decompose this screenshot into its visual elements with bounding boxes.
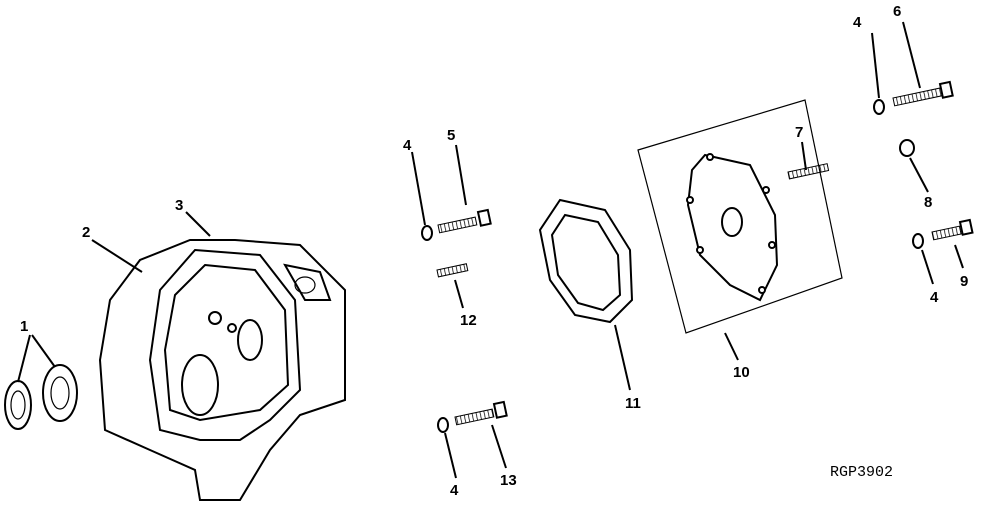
callout-12: 12 bbox=[460, 312, 477, 329]
cover-plate-assembly bbox=[637, 99, 843, 334]
callout-6: 6 bbox=[893, 3, 901, 20]
gasket bbox=[538, 198, 634, 324]
callout-7: 7 bbox=[795, 124, 803, 141]
callout-13: 13 bbox=[500, 472, 517, 489]
callout-labels: 1 2 3 4 5 12 4 13 11 10 7 4 6 8 9 4 RGP3… bbox=[20, 3, 968, 499]
callout-2: 2 bbox=[82, 224, 90, 241]
fasteners bbox=[421, 80, 974, 433]
callout-10: 10 bbox=[733, 364, 750, 381]
callout-4: 4 bbox=[450, 482, 459, 499]
callout-8: 8 bbox=[924, 194, 932, 211]
timing-gear-housing bbox=[98, 239, 346, 501]
callout-5: 5 bbox=[447, 127, 455, 144]
reference-code: RGP3902 bbox=[830, 464, 893, 481]
callout-1: 1 bbox=[20, 318, 28, 335]
leader-lines bbox=[17, 21, 964, 479]
callout-11: 11 bbox=[625, 395, 641, 412]
callout-4: 4 bbox=[403, 137, 412, 154]
callout-4: 4 bbox=[930, 289, 939, 306]
seal-rings bbox=[4, 364, 78, 430]
callout-4: 4 bbox=[853, 14, 862, 31]
callout-3: 3 bbox=[175, 197, 183, 214]
callout-9: 9 bbox=[960, 273, 968, 290]
